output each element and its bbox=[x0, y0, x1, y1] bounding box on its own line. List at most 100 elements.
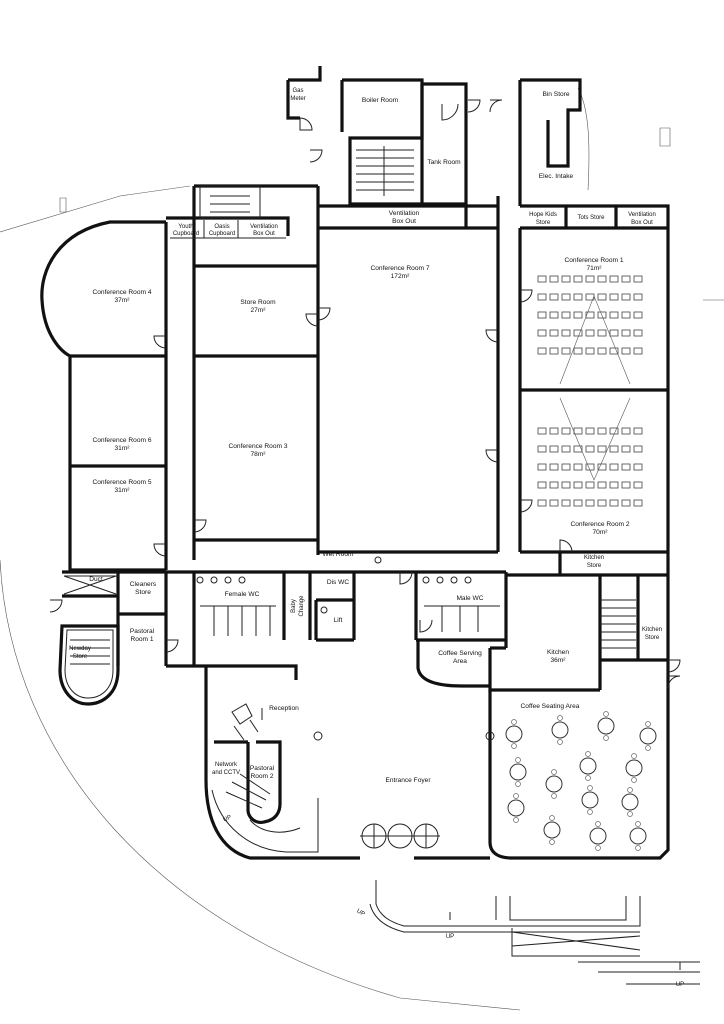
svg-text:Pastoral: Pastoral bbox=[130, 628, 155, 635]
svg-text:Coffee Seating Area: Coffee Seating Area bbox=[521, 703, 580, 710]
svg-text:Hope Kids: Hope Kids bbox=[529, 212, 557, 218]
svg-text:Store: Store bbox=[587, 563, 602, 569]
svg-text:Conference Room 5: Conference Room 5 bbox=[92, 479, 151, 486]
svg-text:Ventilation: Ventilation bbox=[389, 210, 420, 217]
svg-text:Conference Room 2: Conference Room 2 bbox=[570, 521, 629, 528]
label-dis-wc: Dis WC bbox=[327, 579, 350, 586]
svg-text:Bin Store: Bin Store bbox=[542, 91, 569, 98]
label-reception: Reception bbox=[269, 705, 299, 712]
svg-text:31m²: 31m² bbox=[114, 445, 130, 452]
svg-text:36m²: 36m² bbox=[550, 657, 566, 664]
label-coffee-seating-area: Coffee Seating Area bbox=[521, 703, 580, 710]
svg-text:Meter: Meter bbox=[290, 96, 305, 102]
svg-text:Male WC: Male WC bbox=[456, 595, 483, 602]
svg-text:172m²: 172m² bbox=[391, 273, 410, 280]
label-entrance-foyer: Entrance Foyer bbox=[385, 777, 431, 784]
svg-text:Change: Change bbox=[299, 595, 305, 617]
label-wet-room: Wet Room bbox=[322, 551, 354, 558]
svg-text:and CCTV: and CCTV bbox=[212, 770, 240, 776]
label-bin-store: Bin Store bbox=[542, 91, 569, 98]
svg-text:Duct: Duct bbox=[89, 576, 103, 583]
svg-text:Kitchen: Kitchen bbox=[547, 649, 569, 656]
svg-text:Room 1: Room 1 bbox=[130, 636, 153, 643]
external-ramps bbox=[369, 880, 700, 985]
up-markers: UP UP UP UP bbox=[223, 815, 685, 988]
svg-text:Ventilation: Ventilation bbox=[628, 212, 656, 218]
svg-text:Youth: Youth bbox=[178, 224, 193, 230]
svg-text:Store: Store bbox=[645, 635, 660, 641]
label-female-wc: Female WC bbox=[225, 591, 260, 598]
svg-text:Kitchen: Kitchen bbox=[642, 627, 662, 633]
svg-text:Cupboard: Cupboard bbox=[209, 231, 235, 237]
coffee-tables bbox=[505, 711, 657, 851]
staircases bbox=[70, 146, 636, 809]
label-lift: Lift bbox=[334, 617, 343, 624]
reception-desk bbox=[231, 703, 263, 741]
svg-text:Box Out: Box Out bbox=[392, 218, 416, 225]
seating-conference-2 bbox=[537, 397, 643, 507]
svg-text:37m²: 37m² bbox=[114, 297, 130, 304]
svg-text:31m²: 31m² bbox=[114, 487, 130, 494]
svg-text:Store: Store bbox=[73, 654, 88, 660]
svg-text:Conference Room 6: Conference Room 6 bbox=[92, 437, 151, 444]
svg-text:Box Out: Box Out bbox=[631, 220, 653, 226]
label-male-wc: Male WC bbox=[456, 595, 483, 602]
svg-text:Coffee Serving: Coffee Serving bbox=[438, 650, 482, 657]
building-walls bbox=[40, 66, 670, 860]
svg-text:Tots Store: Tots Store bbox=[577, 215, 605, 221]
svg-text:78m²: 78m² bbox=[250, 451, 266, 458]
seating-conference-1 bbox=[537, 275, 643, 385]
svg-text:Wet Room: Wet Room bbox=[322, 551, 354, 558]
svg-text:Store: Store bbox=[135, 589, 151, 596]
svg-text:Newday: Newday bbox=[69, 646, 91, 652]
svg-text:27m²: 27m² bbox=[250, 307, 266, 314]
label-duct: Duct bbox=[89, 576, 103, 583]
svg-text:Oasis: Oasis bbox=[214, 224, 229, 230]
svg-text:Conference Room 7: Conference Room 7 bbox=[370, 265, 429, 272]
svg-text:Tank Room: Tank Room bbox=[427, 159, 461, 166]
svg-text:Reception: Reception bbox=[269, 705, 299, 712]
doors bbox=[49, 99, 681, 849]
svg-text:Room 2: Room 2 bbox=[250, 773, 273, 780]
svg-text:Dis WC: Dis WC bbox=[327, 579, 350, 586]
svg-text:71m²: 71m² bbox=[586, 265, 602, 272]
svg-text:Cupboard: Cupboard bbox=[173, 231, 199, 237]
up-marker-ramp-left: UP bbox=[355, 908, 365, 917]
svg-text:Box Out: Box Out bbox=[253, 231, 275, 237]
interior-partitions bbox=[63, 185, 500, 741]
svg-text:Store: Store bbox=[536, 220, 551, 226]
svg-text:Area: Area bbox=[453, 658, 467, 665]
svg-text:Ventilation: Ventilation bbox=[250, 224, 278, 230]
svg-text:Boiler Room: Boiler Room bbox=[362, 97, 399, 104]
up-marker-ramp-mid: UP bbox=[446, 934, 454, 940]
svg-text:Entrance Foyer: Entrance Foyer bbox=[385, 777, 431, 784]
up-marker-stair: UP bbox=[223, 815, 233, 824]
svg-text:Conference Room 4: Conference Room 4 bbox=[92, 289, 151, 296]
svg-text:Cleaners: Cleaners bbox=[130, 581, 157, 588]
svg-text:Conference Room 3: Conference Room 3 bbox=[228, 443, 287, 450]
svg-text:Conference Room 1: Conference Room 1 bbox=[564, 257, 623, 264]
